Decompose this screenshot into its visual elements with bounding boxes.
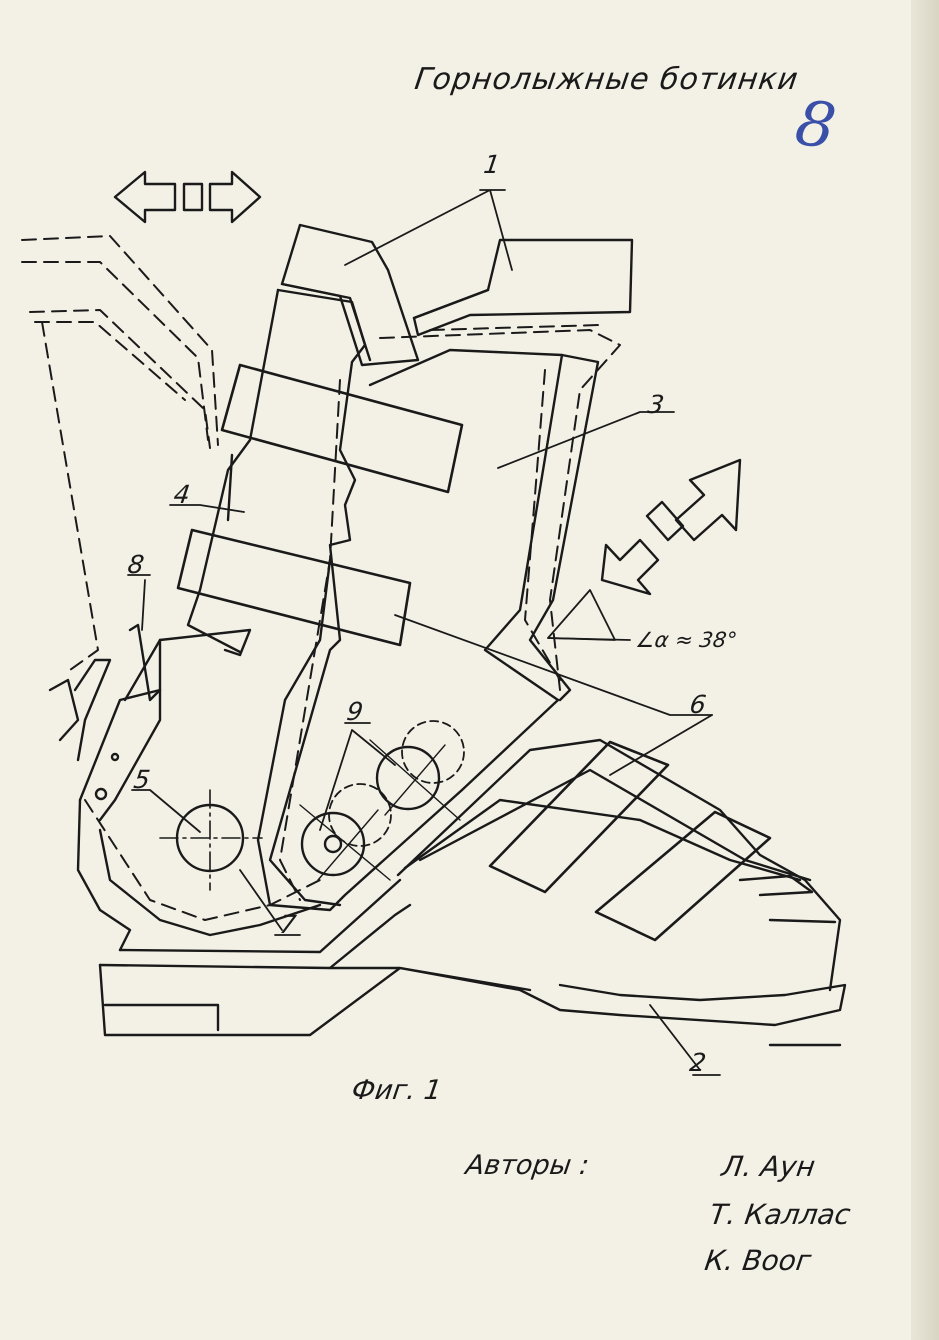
middle-strap-6 <box>176 528 412 647</box>
authors-label: Авторы : <box>463 1150 591 1181</box>
lower-shell <box>98 738 842 992</box>
angle-marker <box>547 589 631 641</box>
author-name: Л. Аун <box>719 1150 818 1183</box>
cuff-part-1-right <box>412 238 634 337</box>
figure-caption: Фиг. 1 <box>349 1075 444 1106</box>
open-position-dashed-outline <box>21 235 621 921</box>
leader-lines <box>127 189 721 1076</box>
rivet-icon <box>110 752 120 762</box>
author-name: Т. Каллас <box>707 1198 853 1231</box>
heel-piece-8 <box>48 623 252 952</box>
hinge-5 <box>159 789 263 891</box>
front-shell-3 <box>256 348 600 912</box>
diagonal-double-arrow-icon <box>600 458 742 596</box>
horizontal-double-arrow-icon <box>113 170 262 224</box>
angle-label: ∠α ≈ 38° <box>634 628 739 652</box>
adjusters-9 <box>299 720 465 881</box>
rivet-icon <box>94 787 108 801</box>
page-edge <box>911 0 939 1340</box>
front-strap <box>488 740 772 942</box>
upper-strap <box>220 363 464 494</box>
author-name: К. Воог <box>702 1244 814 1277</box>
sole-2 <box>98 903 847 1047</box>
